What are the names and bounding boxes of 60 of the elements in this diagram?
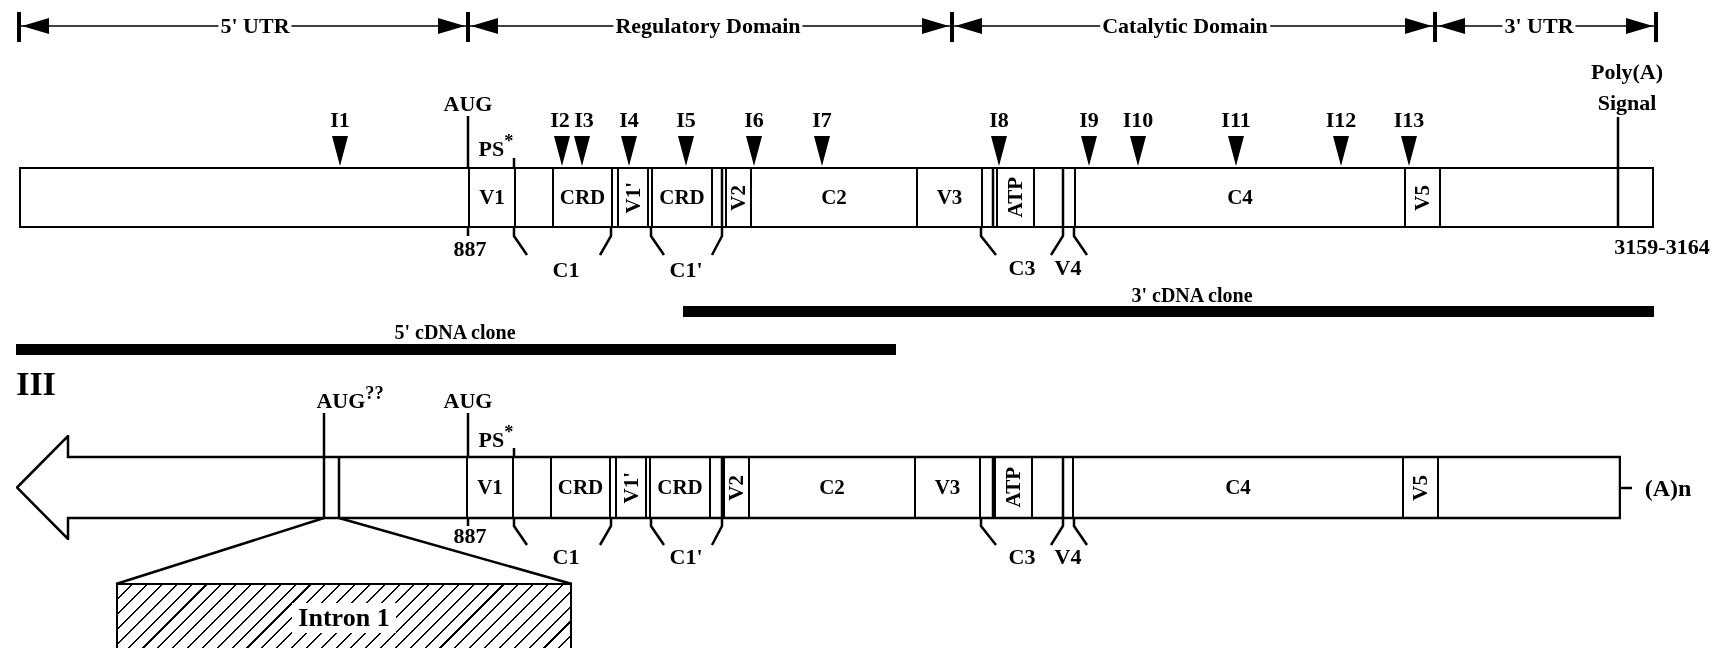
panel-label: III xyxy=(16,367,56,401)
intron-label: I8 xyxy=(989,109,1009,131)
intron-label: I4 xyxy=(619,109,639,131)
domain-segment: V1 xyxy=(466,456,514,519)
site-label: PS$^{*}$ xyxy=(478,423,514,451)
intron-label: I12 xyxy=(1325,109,1357,131)
signal-label: Poly(A) Signal xyxy=(1589,58,1665,117)
start-codon-label: AUG xyxy=(443,390,493,412)
domain-segment: C4 xyxy=(1074,169,1406,226)
domain-segment: V2 xyxy=(725,169,752,226)
intron-label: I9 xyxy=(1079,109,1099,131)
region-label: C3 xyxy=(1008,257,1036,279)
region-label: V4 xyxy=(1054,546,1082,568)
intron-box: Intron 1 xyxy=(116,583,572,648)
domain-segment: C2 xyxy=(750,169,918,226)
region-label: C3 xyxy=(1008,546,1036,568)
domain-segment: CRD xyxy=(649,456,711,519)
zoom-line xyxy=(115,516,325,586)
region-label: C1' xyxy=(669,259,703,281)
site-label: PS$^{*}$ xyxy=(478,132,514,160)
intron-label: I5 xyxy=(676,109,696,131)
domain-segment: V1 xyxy=(468,169,516,226)
gene-bar xyxy=(19,167,1654,228)
domain-segment: V5 xyxy=(1404,169,1441,226)
domain-segment: CRD xyxy=(550,456,611,519)
intron-label: I1 xyxy=(330,109,350,131)
domain-segment: CRD xyxy=(651,169,713,226)
clone-label: 5' cDNA clone xyxy=(394,322,516,342)
region-label: Regulatory Domain xyxy=(613,15,803,37)
clone-label: 3' cDNA clone xyxy=(1131,285,1253,305)
position-number: 887 xyxy=(453,238,487,260)
domain-segment: C2 xyxy=(748,456,916,519)
start-codon-label: AUG$^{??}$ xyxy=(316,384,384,412)
domain-segment: CRD xyxy=(552,169,613,226)
domain-segment: C4 xyxy=(1072,456,1404,519)
region-label: C1' xyxy=(669,546,703,568)
intron-label: I11 xyxy=(1221,109,1251,131)
intron-label: I6 xyxy=(744,109,764,131)
region-label: C1 xyxy=(552,546,580,568)
position-number: 3159-3164 xyxy=(1614,236,1710,258)
start-codon-label: AUG xyxy=(443,93,493,115)
domain-segment: V1' xyxy=(617,169,649,226)
intron-label: I10 xyxy=(1122,109,1154,131)
intron-label: I3 xyxy=(574,109,594,131)
region-label: C1 xyxy=(552,259,580,281)
intron-label: I7 xyxy=(812,109,832,131)
domain-segment: ATP xyxy=(996,169,1035,226)
region-label: Catalytic Domain xyxy=(1100,15,1270,37)
domain-segment: V3 xyxy=(916,169,983,226)
position-number: 887 xyxy=(453,525,487,547)
domain-segment: V5 xyxy=(1402,456,1439,519)
intron-label: I2 xyxy=(550,109,570,131)
intron-label: I13 xyxy=(1393,109,1425,131)
zoom-line xyxy=(338,516,573,586)
domain-segment: V2 xyxy=(723,456,750,519)
region-label: V4 xyxy=(1054,257,1082,279)
domain-segment: V3 xyxy=(914,456,981,519)
domain-segment: V1' xyxy=(615,456,647,519)
domain-segment: ATP xyxy=(994,456,1033,519)
tail-label: (A)n xyxy=(1644,476,1692,500)
